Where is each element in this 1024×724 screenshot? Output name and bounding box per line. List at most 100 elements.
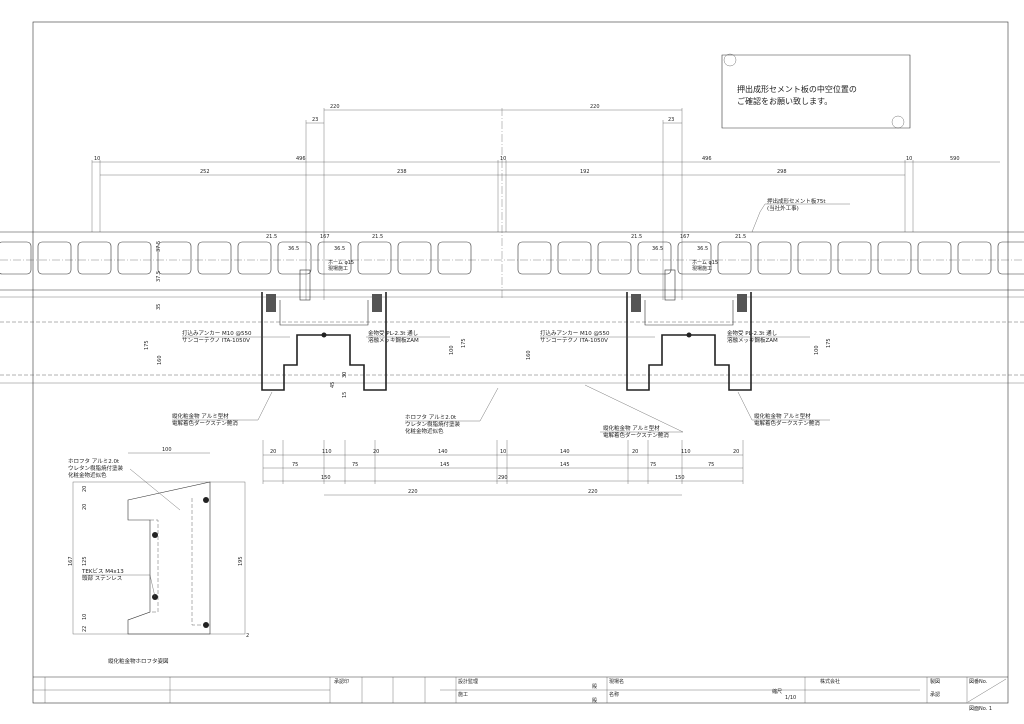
top-dimensions: 220 220 23 23 10 496 10 496 10 590 252 2… xyxy=(91,104,1000,300)
svg-text:頭部 ステンレス: 頭部 ステンレス xyxy=(82,574,122,582)
svg-text:溶融メッキ鋼板ZAM: 溶融メッキ鋼板ZAM xyxy=(368,336,419,344)
svg-text:図面No. 1: 図面No. 1 xyxy=(969,706,992,712)
dim-top-r1: 10 xyxy=(906,156,912,162)
panel-hollow xyxy=(437,241,472,275)
svg-text:160: 160 xyxy=(526,350,532,360)
svg-text:打込みアンカー M10 @550: 打込みアンカー M10 @550 xyxy=(182,329,252,337)
svg-text:195: 195 xyxy=(238,556,244,566)
svg-text:22: 22 xyxy=(82,626,88,632)
note-line2: ご確認をお願い致します。 xyxy=(737,96,832,106)
panel-hollow xyxy=(957,241,992,275)
svg-text:ウレタン樹脂焼付塗装: ウレタン樹脂焼付塗装 xyxy=(68,464,124,472)
svg-text:30: 30 xyxy=(342,372,348,378)
svg-text:140: 140 xyxy=(560,449,570,455)
svg-text:145: 145 xyxy=(440,462,450,468)
svg-text:殿: 殿 xyxy=(592,698,597,704)
svg-text:サンコーテクノ ITA-1050V: サンコーテクノ ITA-1050V xyxy=(182,337,250,344)
svg-text:36.5: 36.5 xyxy=(652,246,663,252)
panel-hollow xyxy=(757,241,792,275)
svg-text:株式会社: 株式会社 xyxy=(820,678,840,685)
panel-hollow xyxy=(837,241,872,275)
panel-hollow xyxy=(0,241,32,275)
bracket-plate xyxy=(279,300,369,326)
dim-top-r1: 496 xyxy=(296,156,306,162)
svg-text:ホロフタ アルミ2.0t: ホロフタ アルミ2.0t xyxy=(405,413,457,421)
svg-text:現場施工: 現場施工 xyxy=(692,265,712,272)
dim-23-left: 23 xyxy=(312,117,318,123)
svg-text:2: 2 xyxy=(246,633,249,639)
svg-text:ホーム φ15: ホーム φ15 xyxy=(328,260,354,266)
panel-hollow xyxy=(397,241,432,275)
svg-text:承認: 承認 xyxy=(930,691,940,698)
panel-hollow xyxy=(117,241,152,275)
svg-text:施工: 施工 xyxy=(458,691,468,698)
svg-text:36.5: 36.5 xyxy=(334,246,345,252)
svg-text:図番No.: 図番No. xyxy=(969,678,988,685)
svg-text:ホロフタ アルミ2.0t: ホロフタ アルミ2.0t xyxy=(68,457,120,465)
dim-top-r1: 10 xyxy=(94,156,100,162)
panel-label: 押出成形セメント板75t (当社外工事) xyxy=(751,197,850,233)
svg-text:167: 167 xyxy=(320,234,330,240)
svg-text:175: 175 xyxy=(144,340,150,350)
svg-text:21.5: 21.5 xyxy=(735,234,746,240)
svg-text:ホーム φ15: ホーム φ15 xyxy=(692,260,718,266)
cement-panel xyxy=(0,231,1024,384)
svg-text:160: 160 xyxy=(157,355,163,365)
drawing-border xyxy=(32,21,1009,704)
svg-text:化粧金物近似色: 化粧金物近似色 xyxy=(68,471,107,479)
svg-text:承認印: 承認印 xyxy=(334,678,349,685)
panel-hollow xyxy=(877,241,912,275)
svg-text:殿: 殿 xyxy=(592,684,597,690)
svg-text:電解着色ダークステン艶消: 電解着色ダークステン艶消 xyxy=(754,419,820,427)
svg-text:縦化粧金物 アルミ型材: 縦化粧金物 アルミ型材 xyxy=(603,424,660,432)
dim-23-right: 23 xyxy=(668,117,674,123)
note-callout: 押出成形セメント板の中空位置の ご確認をお願い致します。 xyxy=(721,53,911,129)
svg-text:10: 10 xyxy=(82,614,88,620)
svg-text:電解着色ダークステン艶消: 電解着色ダークステン艶消 xyxy=(172,419,238,427)
svg-text:220: 220 xyxy=(588,489,598,495)
dim-top-r2: 252 xyxy=(200,169,210,175)
panel-hollow xyxy=(717,241,752,275)
dim-top-r1: 590 xyxy=(950,156,960,162)
panel-hollow xyxy=(157,241,192,275)
dim-top-r2: 192 xyxy=(580,169,590,175)
svg-text:110: 110 xyxy=(322,449,332,455)
svg-text:75: 75 xyxy=(708,462,714,468)
svg-text:21.5: 21.5 xyxy=(631,234,642,240)
dim-top-r2: 238 xyxy=(397,169,407,175)
svg-text:175: 175 xyxy=(826,338,832,348)
svg-text:21.5: 21.5 xyxy=(266,234,277,240)
panel-hollow xyxy=(37,241,72,275)
anchor-bolt xyxy=(664,269,676,301)
mullion-profiles xyxy=(261,269,752,391)
svg-text:縦化粧金物 アルミ型材: 縦化粧金物 アルミ型材 xyxy=(754,412,811,420)
svg-text:サンコーテクノ ITA-1050V: サンコーテクノ ITA-1050V xyxy=(540,337,608,344)
svg-text:37.5: 37.5 xyxy=(156,271,162,282)
svg-text:10: 10 xyxy=(500,449,506,455)
panel-hollow xyxy=(797,241,832,275)
panel-hollow xyxy=(277,241,312,275)
mullion-labels: 打込みアンカー M10 @550 サンコーテクノ ITA-1050V 金物受 P… xyxy=(144,329,832,439)
svg-text:現場名: 現場名 xyxy=(609,678,624,685)
svg-text:100: 100 xyxy=(814,345,820,355)
fastener xyxy=(321,332,327,338)
svg-text:110: 110 xyxy=(681,449,691,455)
svg-text:167: 167 xyxy=(680,234,690,240)
svg-text:220: 220 xyxy=(408,489,418,495)
panel-hollow xyxy=(517,241,552,275)
svg-text:20: 20 xyxy=(270,449,276,455)
dim-top-r2: 298 xyxy=(777,169,787,175)
svg-text:1/10: 1/10 xyxy=(785,695,796,701)
svg-text:化粧金物近似色: 化粧金物近似色 xyxy=(405,427,444,435)
svg-text:140: 140 xyxy=(438,449,448,455)
panel-hollow xyxy=(357,241,392,275)
svg-text:製図: 製図 xyxy=(930,678,940,685)
svg-text:21.5: 21.5 xyxy=(372,234,383,240)
svg-text:20: 20 xyxy=(632,449,638,455)
panel-hollow xyxy=(917,241,952,275)
svg-text:溶融メッキ鋼板ZAM: 溶融メッキ鋼板ZAM xyxy=(727,336,778,344)
svg-text:打込みアンカー M10 @550: 打込みアンカー M10 @550 xyxy=(540,329,610,337)
panel-hollow xyxy=(677,241,712,275)
svg-text:20: 20 xyxy=(82,486,88,492)
